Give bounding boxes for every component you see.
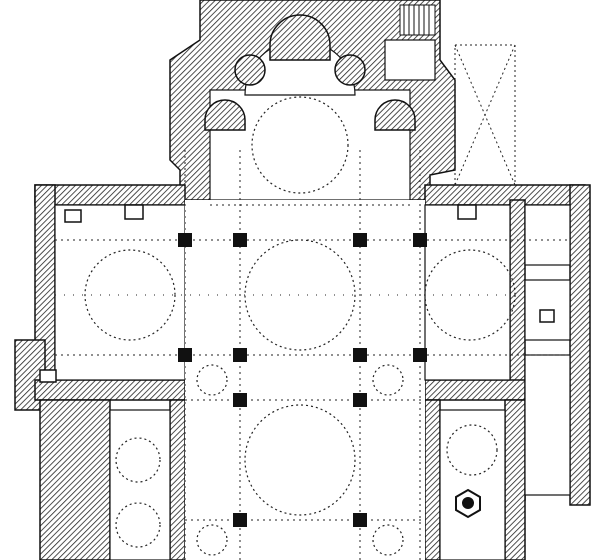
- staircase: [399, 4, 436, 36]
- dome-central: [244, 239, 356, 351]
- dome-nave: [244, 404, 356, 516]
- baptismal-font: [455, 488, 481, 519]
- small-dome: [196, 524, 228, 556]
- apse: [204, 14, 416, 131]
- interior-spaces: [54, 39, 571, 560]
- domes: [84, 96, 516, 556]
- dome-east: [424, 249, 516, 341]
- dome-west: [84, 249, 176, 341]
- piers: [178, 233, 427, 527]
- small-dome: [446, 424, 498, 476]
- small-dome: [115, 502, 161, 548]
- small-dome: [372, 364, 404, 396]
- annex-outline: [454, 44, 516, 186]
- small-dome: [372, 524, 404, 556]
- dome-chancel: [251, 96, 349, 194]
- small-dome: [115, 437, 161, 483]
- small-dome: [196, 364, 228, 396]
- altars: [39, 204, 555, 383]
